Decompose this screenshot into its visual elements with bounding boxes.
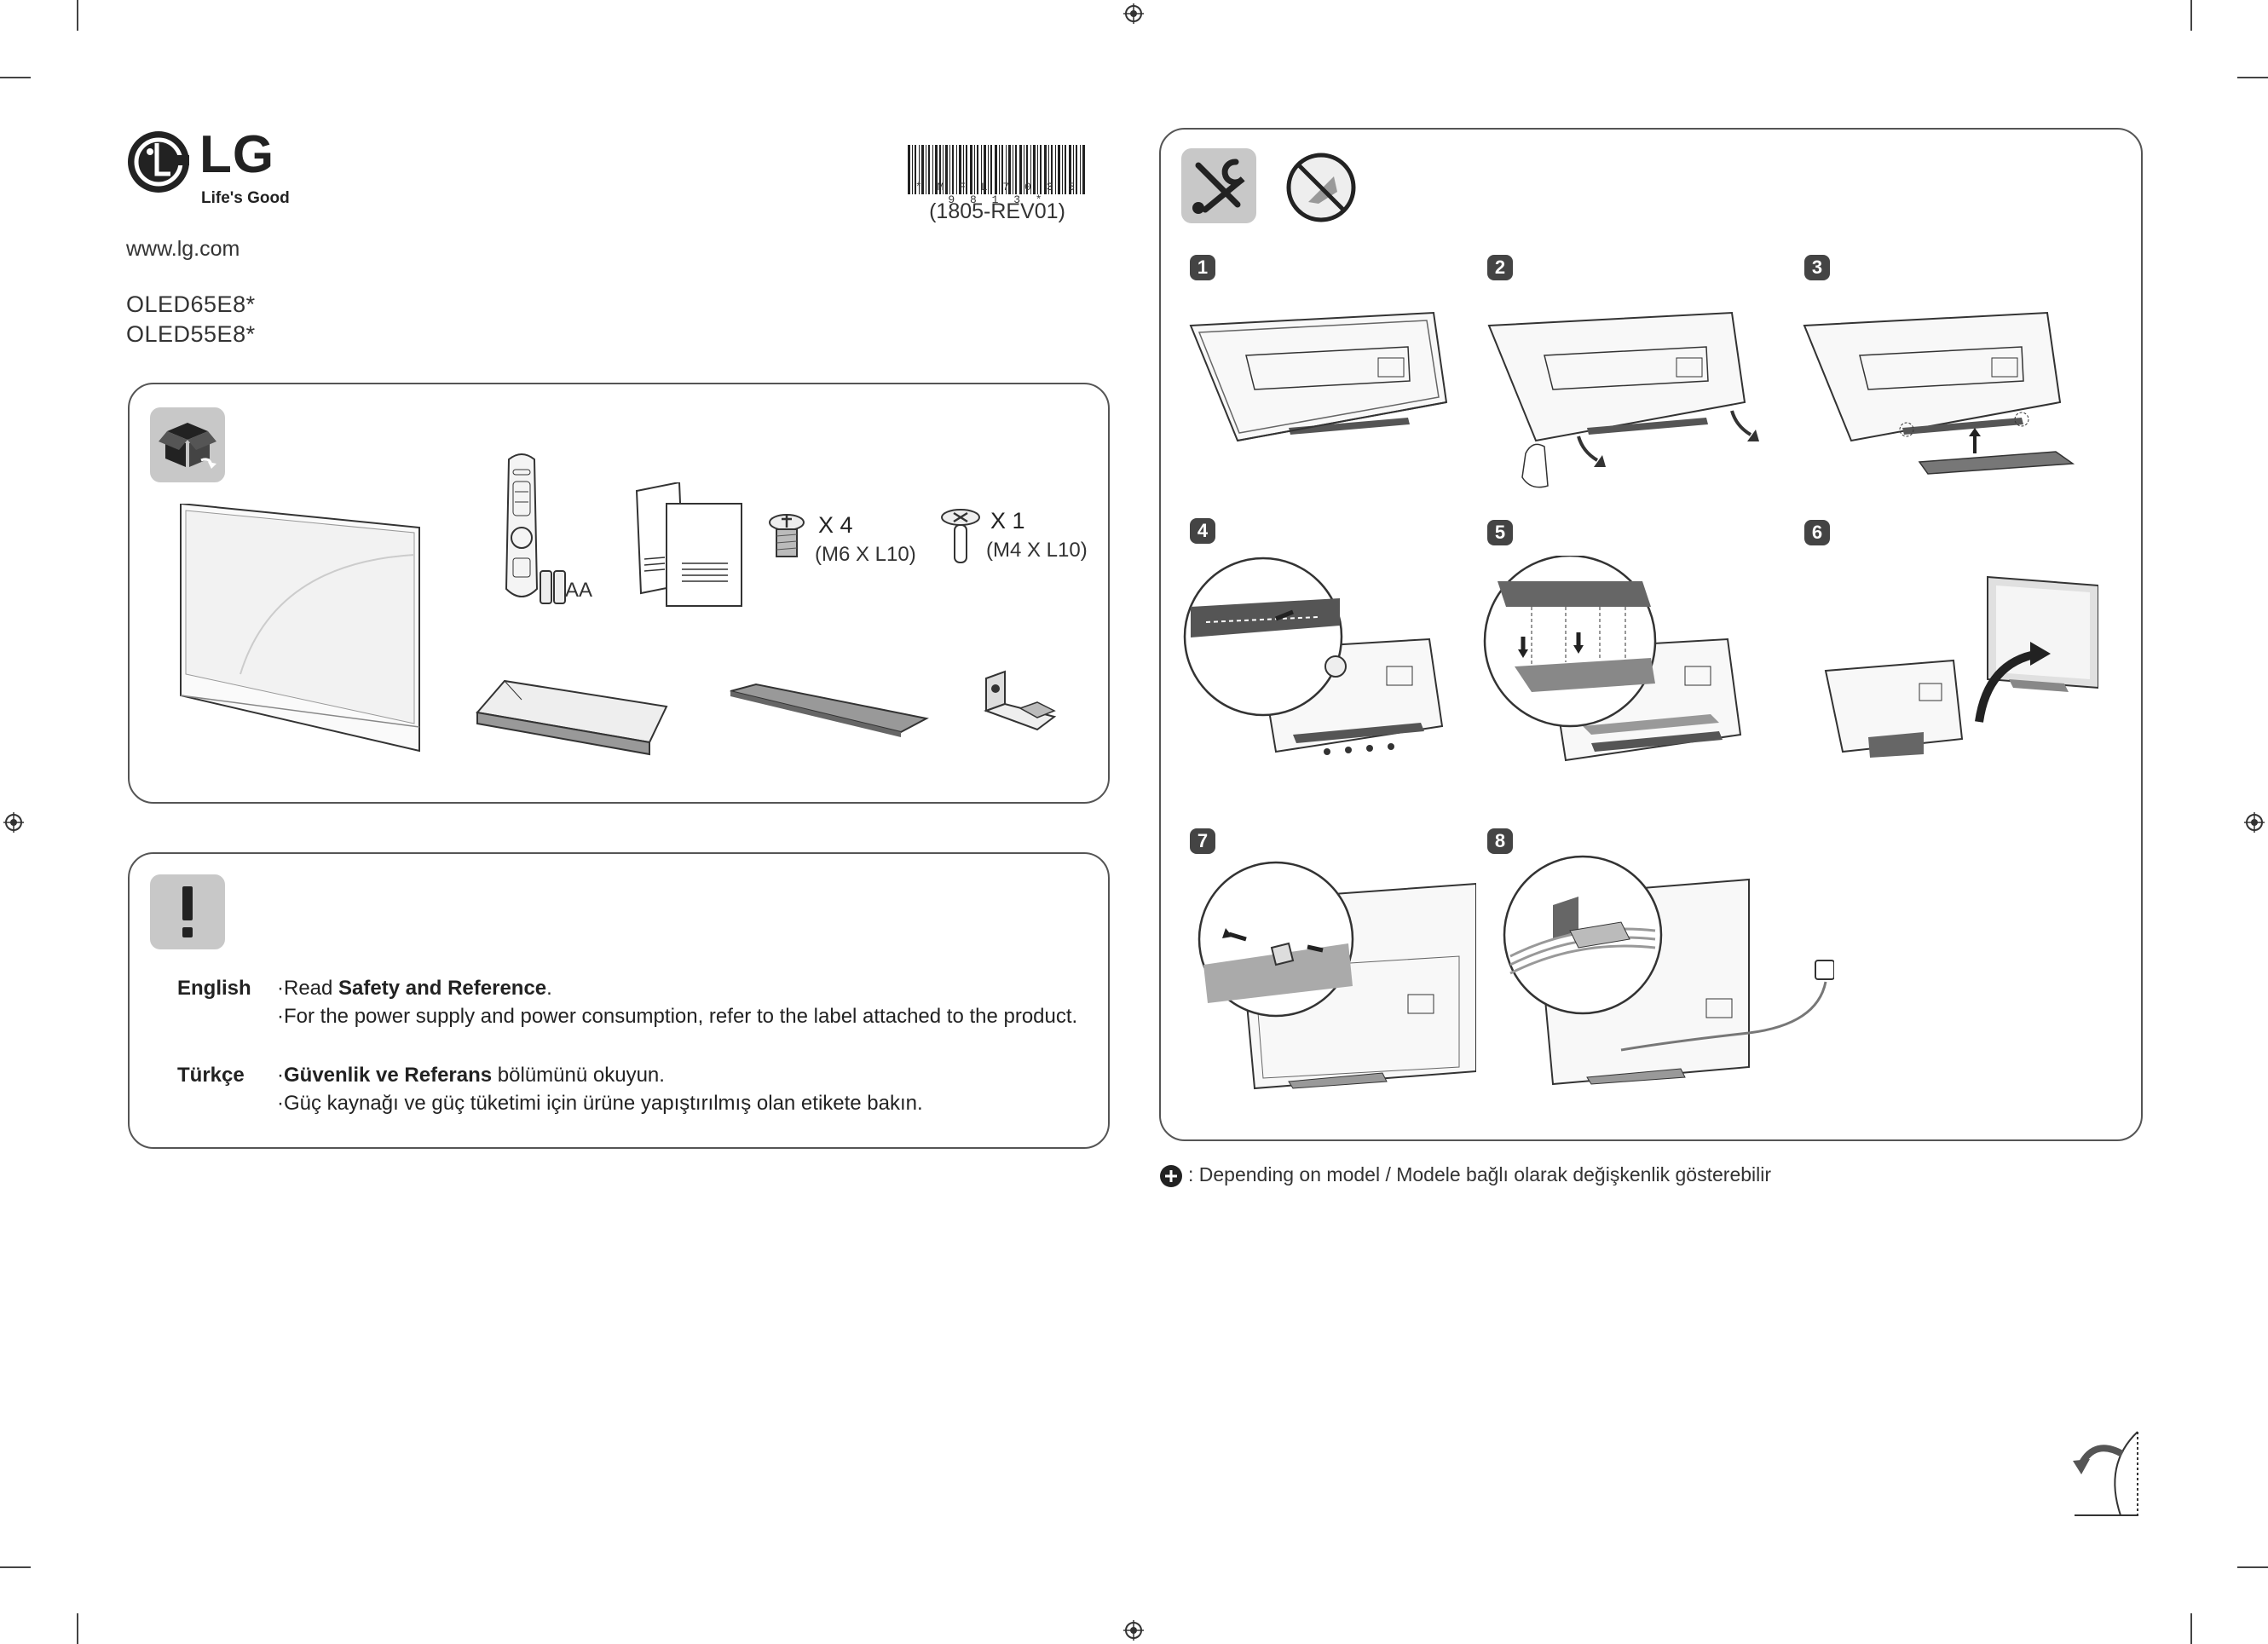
safety-line: ·Güvenlik ve Referans bölümünü okuyun. [277, 1064, 665, 1087]
battery-label: AA [565, 579, 593, 602]
step-badge: 2 [1487, 255, 1513, 280]
step-6-illustration [1824, 575, 2098, 758]
lg-logo: LG Life's Good [126, 125, 322, 213]
caution-icon-container [150, 874, 225, 949]
brand-name: LG [199, 125, 275, 184]
assembly-steps-panel: 1 2 3 4 5 6 7 8 [1159, 128, 2143, 1141]
revision-code: (1805-REV01) [929, 199, 1065, 223]
crop-mark [77, 1613, 78, 1644]
step-badge: 3 [1804, 255, 1830, 280]
plus-circle-icon [1160, 1165, 1182, 1187]
screw-m6-spec: (M6 X L10) [815, 543, 916, 566]
step-7-illustration [1197, 861, 1476, 1090]
model-number: OLED55E8* [126, 321, 256, 347]
box-icon-container [150, 407, 225, 482]
step-4-illustration [1183, 557, 1444, 755]
registration-mark-icon [1123, 1620, 1144, 1641]
tools-icon-container [1181, 148, 1256, 223]
safety-panel: English ·Read Safety and Reference. ·For… [128, 852, 1110, 1149]
step-badge: 7 [1190, 828, 1215, 854]
step-1-illustration [1189, 311, 1448, 442]
step-2-illustration [1487, 311, 1759, 488]
step-3-illustration [1803, 311, 2075, 475]
registration-mark-icon [1123, 3, 1144, 24]
cable-holder-illustration [984, 670, 1057, 731]
step-badge: 1 [1190, 255, 1215, 280]
barcode [908, 145, 1085, 194]
language-label-turkish: Türkçe [177, 1064, 245, 1087]
screw-m6-quantity: X 4 [818, 512, 853, 538]
crop-mark [0, 1566, 31, 1568]
lg-face-icon [128, 131, 189, 193]
crop-mark [2190, 0, 2192, 31]
screwdriver-wrench-icon [1192, 159, 1245, 214]
step-badge: 8 [1487, 828, 1513, 854]
tv-illustration [180, 504, 420, 753]
website-url: www.lg.com [126, 237, 240, 261]
screw-m6-icon [769, 514, 805, 557]
step-badge: 4 [1190, 518, 1215, 544]
box-open-icon [159, 423, 216, 469]
page-turn-icon [2073, 1431, 2138, 1516]
safety-line: ·Read Safety and Reference. [277, 977, 552, 1000]
language-label-english: English [177, 977, 251, 1000]
registration-mark-icon [2244, 812, 2265, 833]
barcode-text: * M F L 7 0 3 5 9 8 1 3 * [915, 181, 1080, 206]
step-5-illustration [1483, 556, 1742, 762]
model-dependence-note: : Depending on model / Modele bağlı olar… [1188, 1163, 1772, 1185]
brand-tagline: Life's Good [201, 189, 290, 207]
battery-icon [540, 570, 566, 604]
crop-mark [2237, 77, 2268, 78]
step-badge: 6 [1804, 520, 1830, 545]
no-sharp-tool-icon [1286, 153, 1356, 222]
crop-mark [2237, 1566, 2268, 1568]
stand-cover-illustration [730, 683, 929, 737]
manuals-illustration [635, 482, 742, 607]
crop-mark [2190, 1613, 2192, 1644]
screw-m4-quantity: X 1 [990, 508, 1025, 534]
contents-panel: AA X 4 (M6 X L10) X 1 (M4 X L10) [128, 383, 1110, 804]
step-badge: 5 [1487, 520, 1513, 545]
model-number: OLED65E8* [126, 291, 256, 317]
crop-mark [77, 0, 78, 31]
remote-control-illustration [505, 453, 539, 597]
screw-m4-spec: (M4 X L10) [986, 539, 1088, 562]
stand-base-illustration [476, 679, 668, 756]
screw-m4-icon [941, 509, 980, 563]
registration-mark-icon [3, 812, 24, 833]
exclamation-icon [182, 886, 193, 937]
safety-line: ·For the power supply and power consumpt… [277, 1005, 1078, 1028]
step-8-illustration [1503, 855, 1834, 1086]
safety-line: ·Güç kaynağı ve güç tüketimi için ürüne … [277, 1092, 923, 1115]
crop-mark [0, 77, 31, 78]
